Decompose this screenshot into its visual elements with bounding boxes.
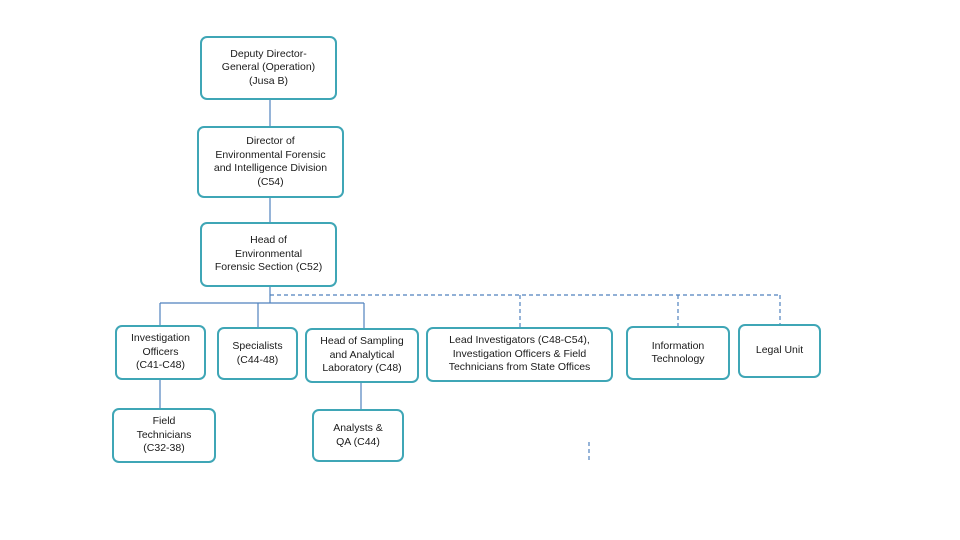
node-head-sampling-label: Head of Sampling and Analytical Laborato… [320,335,404,375]
node-specialists-label: Specialists (C44-48) [232,340,283,366]
node-field-technicians-label: Field Technicians (C32-38) [136,415,192,455]
node-director: Director of Environmental Forensic and I… [197,126,344,198]
node-analysts-qa-label: Analysts & QA (C44) [333,422,383,448]
node-director-label: Director of Environmental Forensic and I… [213,135,328,188]
node-investigation-officers-label: Investigation Officers (C41-C48) [131,332,190,372]
node-lead-investigators: Lead Investigators (C48-C54), Investigat… [426,327,613,382]
node-information-technology-label: Information Technology [651,339,705,366]
node-information-technology: Information Technology [626,326,730,380]
node-deputy-director-label: Deputy Director- General (Operation) (Ju… [221,47,316,87]
node-legal-unit-label: Legal Unit [755,344,804,357]
node-deputy-director: Deputy Director- General (Operation) (Ju… [200,36,337,100]
node-specialists: Specialists (C44-48) [217,327,298,380]
node-analysts-qa: Analysts & QA (C44) [312,409,404,462]
node-head-section: Head of Environmental Forensic Section (… [200,222,337,287]
node-head-section-label: Head of Environmental Forensic Section (… [214,234,323,274]
node-lead-investigators-label: Lead Investigators (C48-C54), Investigat… [448,334,591,374]
node-investigation-officers: Investigation Officers (C41-C48) [115,325,206,380]
node-legal-unit: Legal Unit [738,324,821,378]
node-field-technicians: Field Technicians (C32-38) [112,408,216,463]
node-head-sampling: Head of Sampling and Analytical Laborato… [305,328,419,383]
